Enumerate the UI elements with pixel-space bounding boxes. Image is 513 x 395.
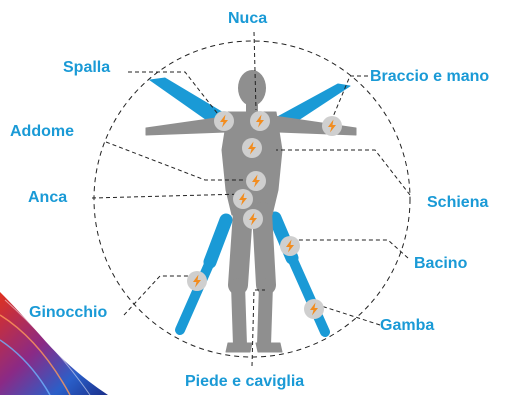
label-braccio-mano: Braccio e mano [370, 68, 490, 85]
corner-decoration [0, 292, 108, 395]
label-ginocchio: Ginocchio [29, 304, 108, 321]
label-schiena: Schiena [427, 194, 489, 211]
lightning-bolt-icon [250, 111, 270, 131]
label-spalla: Spalla [63, 59, 111, 76]
lightning-bolt-icon [246, 171, 266, 191]
lightning-bolt-icon [322, 116, 342, 136]
label-bacino: Bacino [414, 255, 468, 272]
label-nuca: Nuca [228, 10, 268, 27]
lightning-bolt-icon [214, 111, 234, 131]
lightning-bolt-icon [242, 138, 262, 158]
body-figure [145, 70, 357, 353]
lightning-bolt-icon [304, 299, 324, 319]
lightning-bolt-icon [280, 236, 300, 256]
dashed-circle [93, 40, 411, 358]
lightning-bolt-icon [233, 189, 253, 209]
label-anca: Anca [28, 189, 68, 206]
label-piede-caviglia: Piede e caviglia [185, 373, 305, 390]
leader-lines [91, 31, 411, 367]
overlay-figure [149, 77, 351, 337]
lightning-bolt-icon [243, 209, 263, 229]
label-gamba: Gamba [380, 317, 435, 334]
lightning-bolt-icon [187, 271, 207, 291]
label-addome: Addome [10, 123, 74, 140]
